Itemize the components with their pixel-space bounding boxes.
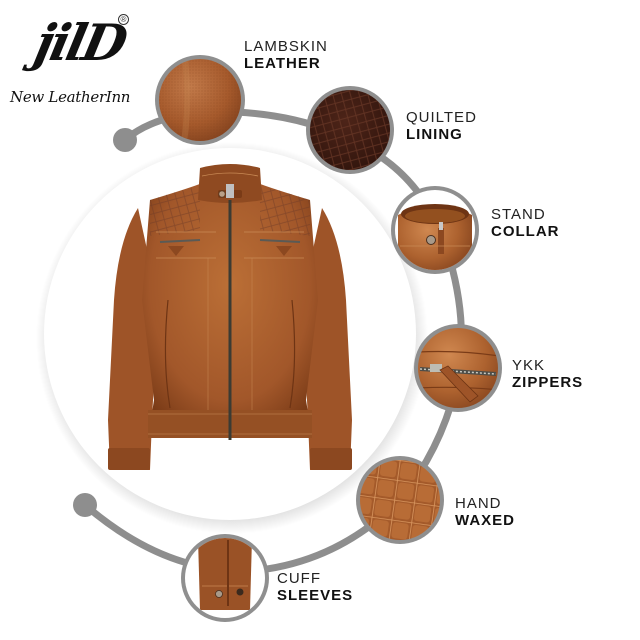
feature-label-line2: ZIPPERS [512,374,584,391]
swatch-quilted-lining [306,86,394,174]
feature-label-line1: YKK [512,357,546,374]
swatch-stand-collar [391,186,479,274]
feature-label-line1: QUILTED [406,109,477,126]
arc-end-dot [73,493,97,517]
feature-label-line2: LEATHER [244,55,321,72]
feature-label-line2: COLLAR [491,223,560,240]
feature-label-line1: LAMBSKIN [244,38,328,55]
arc-start-dot [113,128,137,152]
swatch-ykk-zippers [414,324,502,412]
swatch-hand-waxed [356,456,444,544]
logo-mark: jilD [29,13,130,72]
feature-label-stand-collar: STAND COLLAR [491,206,560,240]
swatch-lambskin-leather [155,55,245,145]
feature-label-line2: WAXED [455,512,516,529]
feature-label-lambskin-leather: LAMBSKIN LEATHER [244,38,328,72]
logo-tagline: New LeatherInn [10,88,131,106]
feature-label-cuff-sleeves: CUFF SLEEVES [277,570,353,604]
feature-label-line1: HAND [455,495,502,512]
feature-label-hand-waxed: HAND WAXED [455,495,515,529]
feature-label-ykk-zippers: YKK ZIPPERS [512,357,583,391]
swatch-cuff-sleeves [181,534,269,622]
feature-label-line1: STAND [491,206,546,223]
jacket-illustration [108,164,352,470]
feature-label-line1: CUFF [277,570,321,587]
registered-trademark-icon: ® [118,14,129,25]
brand-logo: jilD ® New LeatherInn [8,12,138,112]
feature-label-quilted-lining: QUILTED LINING [406,109,477,143]
feature-label-line2: LINING [406,126,463,143]
feature-label-line2: SLEEVES [277,587,354,604]
